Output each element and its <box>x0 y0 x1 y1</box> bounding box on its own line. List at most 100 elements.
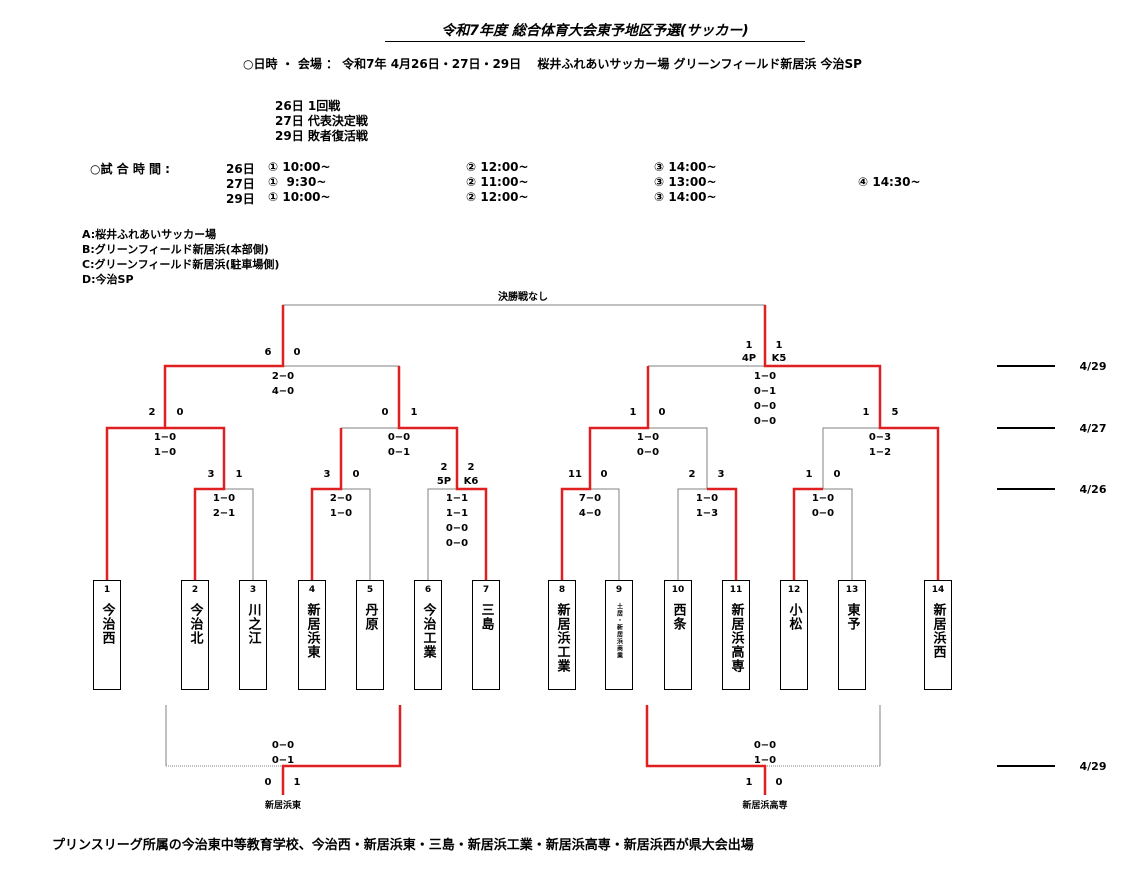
score-left: 0 <box>382 407 389 418</box>
time-slot: ③ 13:00~ <box>654 175 717 189</box>
time-slot: ② 12:00~ <box>466 160 529 174</box>
times-label: ○試 合 時 間 : <box>90 162 170 176</box>
team-number: 12 <box>787 585 801 595</box>
time-day: 26日 <box>226 162 255 176</box>
half-score: 0−0 <box>754 401 776 412</box>
round-2: 27日 代表決定戦 <box>275 114 368 128</box>
score-right: 0 <box>177 407 184 418</box>
match-s-left: 6 0 2−0 4−0 <box>265 347 301 397</box>
half-score: 0−0 <box>812 508 834 519</box>
score-left: 3 <box>208 469 215 480</box>
match-4-5: 3 0 2−0 1−0 <box>324 469 360 519</box>
half-score: 0−1 <box>754 386 776 397</box>
half-score: 0−3 <box>869 432 891 443</box>
score-left: 1 <box>863 407 870 418</box>
half-score: 0−0 <box>446 538 468 549</box>
team-name: 土居・新居浜商業 <box>615 603 623 659</box>
half-score: 2−0 <box>330 493 352 504</box>
half-score: 0−0 <box>637 447 659 458</box>
score-right: 0 <box>353 469 360 480</box>
half-score: 1−1 <box>446 508 468 519</box>
half-score: 0−0 <box>754 740 776 751</box>
score-left: 11 <box>568 469 582 480</box>
score-left: 6 <box>265 347 272 358</box>
score-right: 0 <box>776 777 783 788</box>
score-left: 1 <box>630 407 637 418</box>
date-label: 4/26 <box>1080 483 1107 496</box>
match-q-right1: 1 0 1−0 0−0 <box>630 407 666 458</box>
venue-d: D:今治SP <box>82 273 134 286</box>
half-score: 1−0 <box>637 432 659 443</box>
time-slot: ② 11:00~ <box>466 175 529 189</box>
half-score: 0−0 <box>754 416 776 427</box>
match-10-11: 2 3 1−0 1−3 <box>689 469 725 519</box>
half-score: 1−0 <box>696 493 718 504</box>
team-number: 11 <box>729 585 743 595</box>
time-slot: ② 12:00~ <box>466 190 529 204</box>
time-slot: ③ 14:00~ <box>654 160 717 174</box>
time-slot: ④ 14:30~ <box>858 175 921 189</box>
pk-right: K6 <box>464 476 479 487</box>
match-6-7: 2 5P 2 K6 1−1 1−1 0−0 0−0 <box>437 462 479 549</box>
match-q-left2: 0 1 0−0 0−1 <box>382 407 418 458</box>
score-left: 3 <box>324 469 331 480</box>
footer-note: プリンスリーグ所属の今治東中等教育学校、今治西・新居浜東・三島・新居浜工業・新居… <box>52 838 754 853</box>
score-left: 0 <box>265 777 272 788</box>
time-slot: ① 10:00~ <box>268 190 331 204</box>
team-name: 小松 <box>786 603 802 631</box>
half-score: 1−0 <box>754 371 776 382</box>
winner-lines <box>105 305 940 795</box>
team-number: 8 <box>558 585 566 595</box>
venue-b: B:グリーンフィールド新居浜(本部側) <box>82 243 269 256</box>
team-box: 3 川之江 <box>239 580 267 690</box>
team-number: 4 <box>308 585 316 595</box>
team-name: 今治工業 <box>420 603 436 659</box>
team-name: 今治北 <box>187 603 203 645</box>
time-slot: ① 9:30~ <box>268 175 327 189</box>
team-name: 新居浜高専 <box>728 603 744 673</box>
pk-left: 4P <box>742 353 756 364</box>
half-score: 0−1 <box>272 755 294 766</box>
pk-right: K5 <box>772 353 787 364</box>
team-number: 6 <box>424 585 432 595</box>
team-number: 10 <box>671 585 685 595</box>
round-3: 29日 敗者復活戦 <box>275 129 368 143</box>
team-number: 1 <box>103 585 111 595</box>
venue-c: C:グリーンフィールド新居浜(駐車場側) <box>82 258 280 271</box>
team-name: 新居浜西 <box>930 603 946 659</box>
time-day: 29日 <box>226 192 255 206</box>
half-score: 4−0 <box>272 386 294 397</box>
round-1: 26日 1回戦 <box>275 99 341 113</box>
half-score: 2−0 <box>272 371 294 382</box>
team-name: 新居浜東 <box>304 603 320 659</box>
match-12-13: 1 0 1−0 0−0 <box>806 469 841 519</box>
match-2-3: 3 1 1−0 2−1 <box>208 469 243 519</box>
date-lines <box>997 365 1055 767</box>
half-score: 0−1 <box>388 447 410 458</box>
half-score: 2−1 <box>213 508 235 519</box>
info-line: ○日時 ・ 会場 ： 令和7年 4月26日・27日・29日 桜井ふれあいサッカー… <box>243 57 862 71</box>
team-number: 9 <box>615 585 623 595</box>
team-number: 3 <box>249 585 257 595</box>
match-q-left1: 2 0 1−0 1−0 <box>149 407 184 458</box>
score-left: 2 <box>689 469 696 480</box>
half-score: 1−0 <box>754 755 776 766</box>
half-score: 1−1 <box>446 493 468 504</box>
team-name: 三島 <box>478 603 494 631</box>
score-left: 1 <box>806 469 813 480</box>
team-number: 5 <box>366 585 374 595</box>
time-day: 27日 <box>226 177 255 191</box>
time-slot: ① 10:00~ <box>268 160 331 174</box>
date-label: 4/27 <box>1080 422 1107 435</box>
time-slot: ③ 14:00~ <box>654 190 717 204</box>
match-s-right: 1 4P 1 K5 1−0 0−1 0−0 0−0 <box>742 340 787 427</box>
score-left: 1 <box>746 340 753 351</box>
team-name: 川之江 <box>245 603 261 645</box>
